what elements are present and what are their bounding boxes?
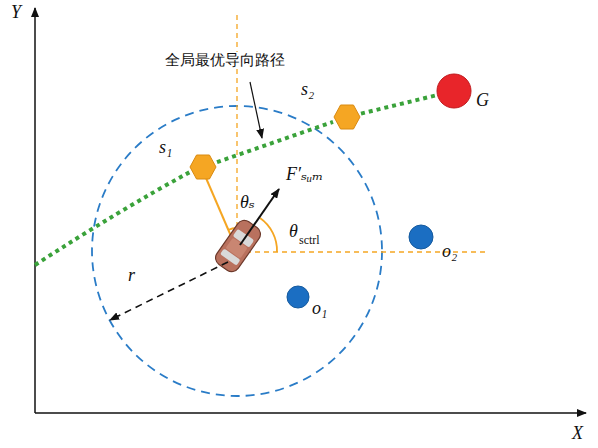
- path-label: 全局最优导向路径: [163, 52, 287, 69]
- obstacle-circle: o₂: [408, 224, 434, 250]
- theta-sctrl-arc: [260, 218, 277, 252]
- axis-label: Y: [11, 3, 21, 23]
- radius-label: r: [128, 266, 135, 286]
- angle-label: θₛ: [240, 193, 255, 213]
- shape-outline: [408, 224, 434, 250]
- shape-outline: [333, 104, 361, 130]
- node-label: G: [476, 91, 489, 111]
- guide-path: [35, 172, 190, 265]
- shape-outline: [189, 154, 217, 180]
- shape-outline: [286, 285, 310, 309]
- angle-subscript: sctrl: [299, 234, 320, 247]
- detection-circle: [92, 106, 382, 396]
- axis-label: X: [572, 424, 583, 444]
- angle-label: θ: [289, 222, 298, 242]
- obstacle-circle: o₁: [286, 285, 310, 309]
- node-label: s₁: [159, 138, 172, 158]
- node-label: o₁: [312, 299, 327, 319]
- goal-circle: G: [436, 73, 472, 109]
- vertical-reference: [236, 15, 237, 250]
- waypoint-hexagon: s₁: [189, 154, 217, 180]
- force-label: F′ₛᵤₘ: [286, 165, 323, 185]
- node-label: s₂: [301, 80, 314, 100]
- force-arrow: [240, 189, 279, 245]
- x-axis: [35, 412, 586, 414]
- shape-outline: [436, 73, 472, 109]
- guide-path-segment: [217, 122, 333, 162]
- y-axis: [34, 8, 36, 413]
- node-label: o₂: [442, 242, 457, 262]
- leader-arrow: [250, 82, 262, 138]
- waypoint-hexagon: s₂: [333, 104, 361, 130]
- guide-path-segment: [361, 95, 436, 113]
- vehicle: [212, 217, 263, 275]
- radius-line: [110, 262, 228, 320]
